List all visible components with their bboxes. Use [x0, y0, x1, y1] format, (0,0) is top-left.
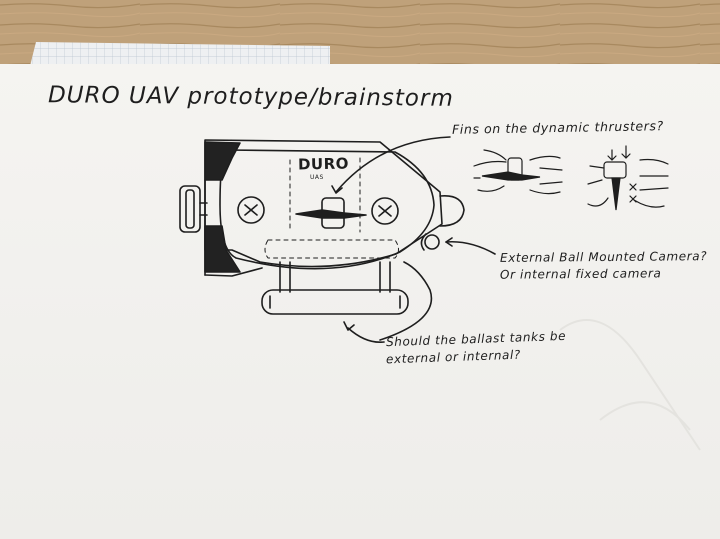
sketch-paper [0, 64, 720, 539]
ballast-tank [261, 289, 409, 315]
camera-dome [439, 194, 465, 227]
central-thruster [295, 197, 367, 229]
duro-logo-subtext: UAS [310, 174, 324, 181]
duro-logo: DURO [297, 154, 350, 174]
camera-pointer [445, 240, 496, 255]
fin-study-left [473, 149, 563, 195]
hull-corner-top [204, 141, 241, 181]
side-thruster-left [237, 196, 265, 224]
sketch-title: DURO UAV prototype/brainstorm [47, 82, 454, 112]
uav-drawing [179, 136, 496, 344]
camera-annotation-line1: External Ball Mounted Camera? [499, 249, 708, 265]
camera-annotation-line2: Or internal fixed camera [499, 266, 662, 282]
fin-study-right [587, 145, 669, 211]
side-thruster-right [371, 197, 399, 225]
fins-pointer [335, 136, 451, 193]
external-camera [424, 234, 440, 250]
left-thruster [179, 185, 201, 233]
ballast-pointer [379, 261, 433, 341]
